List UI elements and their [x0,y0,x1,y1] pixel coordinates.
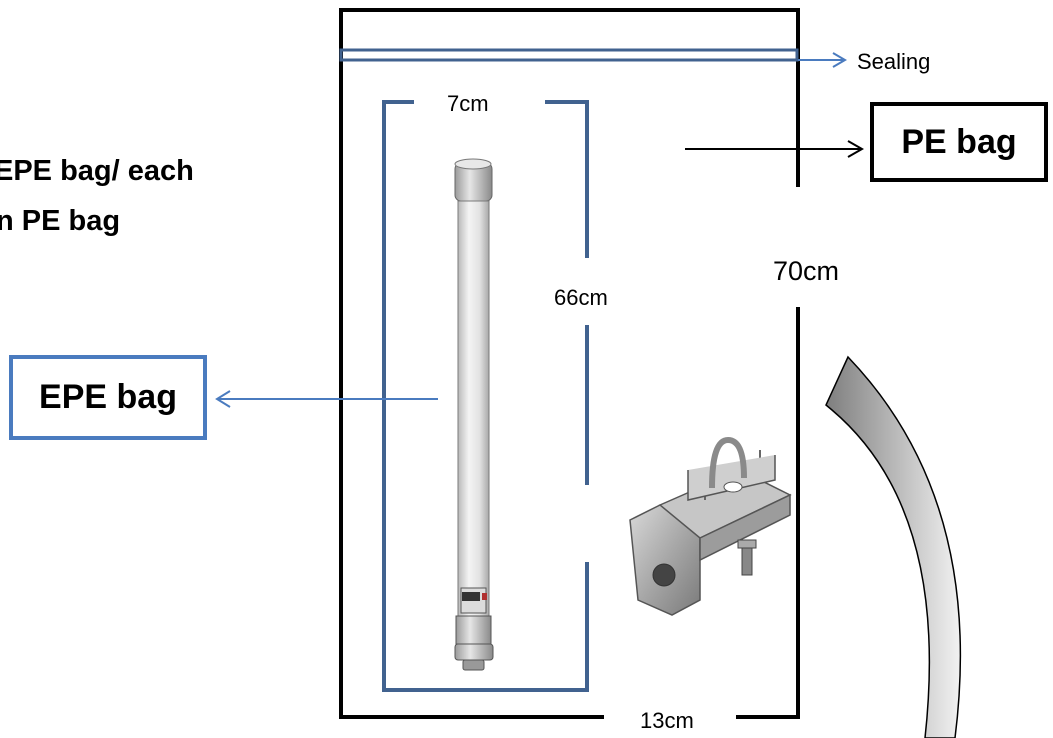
epe-width-label: 7cm [447,91,489,116]
pe-bag-label-box: PE bag [870,102,1048,182]
epe-height-label: 66cm [554,285,608,310]
pe-bag-outline [339,8,800,719]
pe-bag-arrowhead [847,140,865,158]
sealing-label: Sealing [857,49,931,74]
mounting-bracket-image [629,436,792,616]
epe-bag-outline [382,100,589,692]
pe-width-label: 13cm [640,708,694,733]
epe-bag-label-box: EPE bag [9,355,207,440]
antenna-image [454,158,494,671]
epe-bag-arrowhead [215,390,231,408]
epe-bag-label: EPE bag [39,378,177,416]
pe-height-label: 70cm [773,256,840,286]
heading-line-1: EPE bag/ each [0,155,194,187]
sealing-strip [339,48,799,62]
heading-line-2: n PE bag [0,205,121,237]
pe-bag-label: PE bag [901,122,1017,161]
curved-arrow-icon [825,355,962,738]
sealing-arrowhead [832,52,847,68]
